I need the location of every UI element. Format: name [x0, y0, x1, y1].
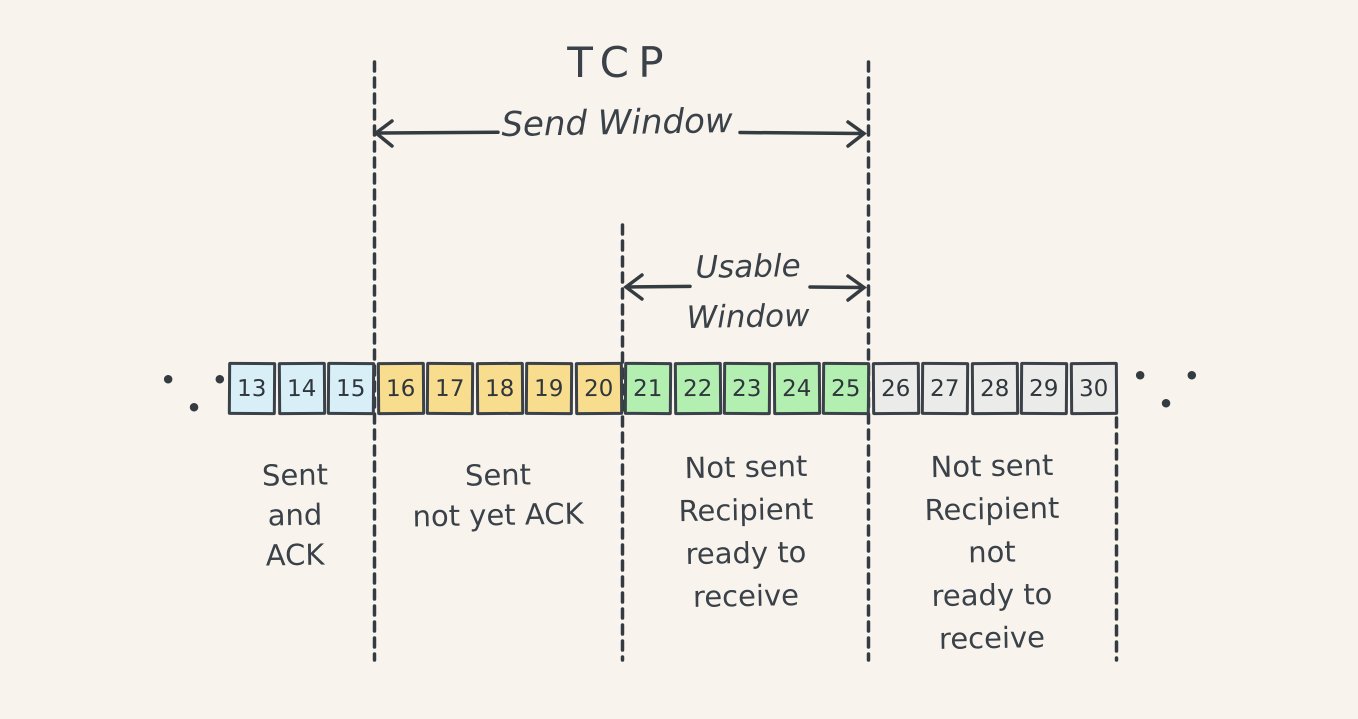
usable-window-label-line1: Usable	[695, 248, 801, 286]
usable-window-label: Usable Window	[648, 242, 848, 342]
usable-window-arrow	[623, 273, 867, 302]
region-label-not-sent-ready: Not sent Recipient ready to receive	[628, 446, 864, 618]
sequence-cell-22: 22	[673, 361, 722, 416]
sequence-cell-24: 24	[772, 361, 821, 416]
region-label-line: not	[967, 534, 1017, 570]
sequence-cell-30: 30	[1069, 361, 1118, 416]
region-label-line: and	[267, 497, 323, 533]
usable-window-label-line2: Window	[686, 297, 810, 337]
ellipsis-right: • • •	[1132, 362, 1214, 418]
send-window-label: Send Window	[501, 100, 733, 146]
sequence-cell-17: 17	[425, 361, 474, 416]
sequence-cell-20: 20	[574, 361, 623, 416]
sequence-row: 13 14 15 16 17 18 19 20 21 22 23 24 25 2…	[227, 361, 1118, 416]
sequence-cell-23: 23	[722, 361, 771, 416]
sequence-cell-18: 18	[475, 361, 524, 416]
ellipsis-left: • • •	[160, 366, 242, 422]
region-label-line: Recipient	[678, 491, 814, 529]
region-label-line: receive	[938, 620, 1046, 656]
sequence-cell-16: 16	[376, 361, 425, 416]
region-label-line: Not sent	[684, 448, 808, 486]
region-label-line: ready to	[931, 576, 1053, 614]
sequence-cell-27: 27	[920, 361, 969, 416]
region-label-line: ready to	[685, 534, 807, 572]
region-label-line: Recipient	[924, 490, 1060, 528]
region-label-line: ACK	[265, 537, 325, 573]
sequence-cell-26: 26	[871, 361, 920, 416]
diagram-title: TCP	[567, 38, 673, 87]
sequence-cell-28: 28	[970, 361, 1019, 416]
region-label-line: not yet ACK	[412, 496, 584, 534]
sequence-cell-19: 19	[524, 361, 573, 416]
sequence-cell-14: 14	[277, 361, 326, 416]
send-window-arrow	[373, 119, 867, 148]
sequence-cell-25: 25	[821, 361, 870, 416]
region-label-sent-not-yet-ack: Sent not yet ACK	[380, 455, 616, 535]
region-label-sent-and-ack: Sent and ACK	[215, 455, 375, 575]
sequence-cell-29: 29	[1019, 361, 1068, 416]
sequence-cell-15: 15	[326, 361, 375, 416]
region-label-not-sent-not-ready: Not sent Recipient not ready to receive	[872, 445, 1112, 660]
region-label-line: Sent	[464, 457, 532, 493]
sequence-cell-21: 21	[623, 361, 672, 416]
region-label-line: receive	[692, 578, 800, 614]
region-label-line: Not sent	[930, 447, 1054, 485]
region-label-line: Sent	[261, 457, 329, 493]
